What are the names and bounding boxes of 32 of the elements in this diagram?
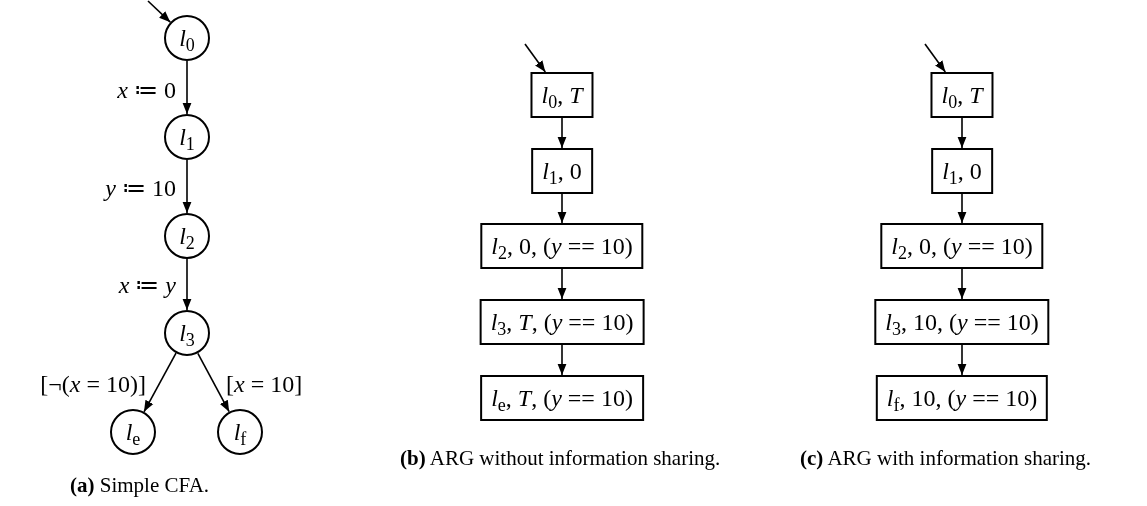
- arrow: [957, 117, 967, 149]
- state-box: l$_{3}$, T, (y == 10): [479, 299, 645, 345]
- subfigure-caption: (b) ARG without information sharing.: [400, 445, 722, 472]
- arrow: [957, 344, 967, 376]
- edge-label: x ≔ 0: [117, 78, 176, 102]
- edge-label: y ≔ 10: [105, 176, 176, 200]
- arrow: [182, 258, 192, 311]
- arrow: [557, 344, 567, 376]
- state-box: l$_{1}$, 0: [531, 148, 593, 194]
- state-box: l$_{0}$, T: [530, 72, 594, 118]
- edge-label: x ≔ y: [118, 273, 176, 297]
- subfigure-caption: (c) ARG with information sharing.: [800, 445, 1093, 472]
- arrow: [182, 60, 192, 115]
- state-box: l$_{0}$, T: [930, 72, 994, 118]
- subfigure-caption: (a) Simple CFA.: [70, 472, 211, 499]
- arrow: [182, 159, 192, 214]
- arrow: [924, 43, 947, 73]
- edge-label: [x = 10]: [226, 372, 303, 396]
- state-box: l$_{2}$, 0, (y == 10): [880, 223, 1044, 269]
- arrow: [147, 0, 172, 23]
- arrow: [524, 43, 547, 73]
- state-box: l$_{2}$, 0, (y == 10): [480, 223, 644, 269]
- edge-label: [¬(x = 10)]: [40, 372, 146, 396]
- arrow: [957, 268, 967, 300]
- arrow: [957, 193, 967, 224]
- state-box: l$_{3}$, 10, (y == 10): [874, 299, 1050, 345]
- state-box: l$_{1}$, 0: [931, 148, 993, 194]
- state-box: l$_{f}$, 10, (y == 10): [875, 375, 1049, 421]
- arrow: [557, 268, 567, 300]
- state-box: l$_{e}$, T, (y == 10): [480, 375, 644, 421]
- arrow: [557, 193, 567, 224]
- arrow: [557, 117, 567, 149]
